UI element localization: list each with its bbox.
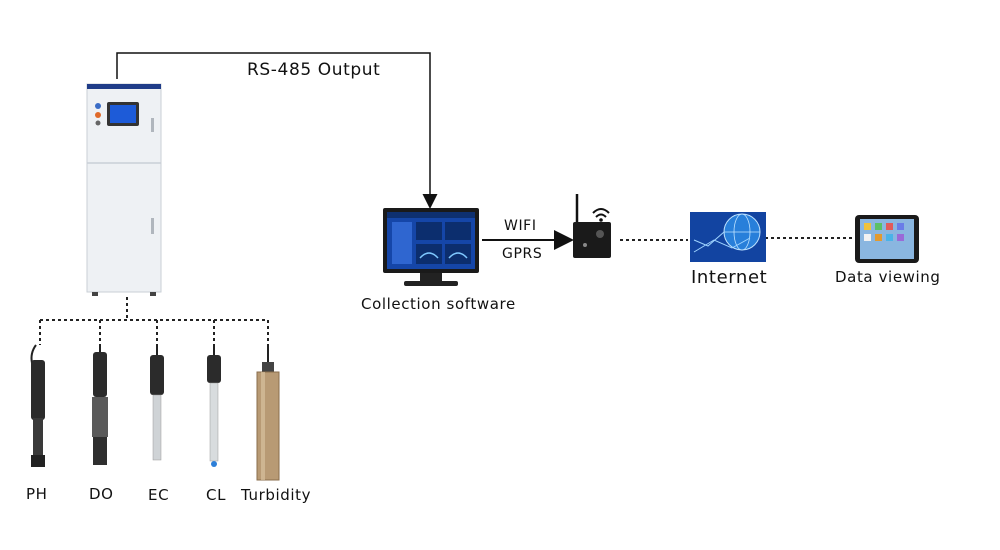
rs485-line <box>116 52 438 209</box>
sensor-label-do: DO <box>89 485 114 503</box>
ph-probe <box>30 344 45 467</box>
do-probe <box>92 345 108 465</box>
internet-label: Internet <box>691 267 768 288</box>
wifi-label: WIFI <box>504 218 537 234</box>
rs485-output-label: RS-485 Output <box>247 60 381 80</box>
sensor-label-ec: EC <box>148 486 170 504</box>
cl-probe <box>207 345 221 467</box>
sensor-label-turbidity: Turbidity <box>241 486 312 504</box>
gprs-label: GPRS <box>502 246 543 262</box>
data-viewing-label: Data viewing <box>835 268 941 286</box>
ec-probe <box>150 345 164 461</box>
collection-software-label: Collection software <box>361 295 516 313</box>
sensor-label-cl: CL <box>206 486 227 504</box>
turbidity-probe <box>256 345 280 481</box>
sensor-label-ph: PH <box>26 485 48 503</box>
